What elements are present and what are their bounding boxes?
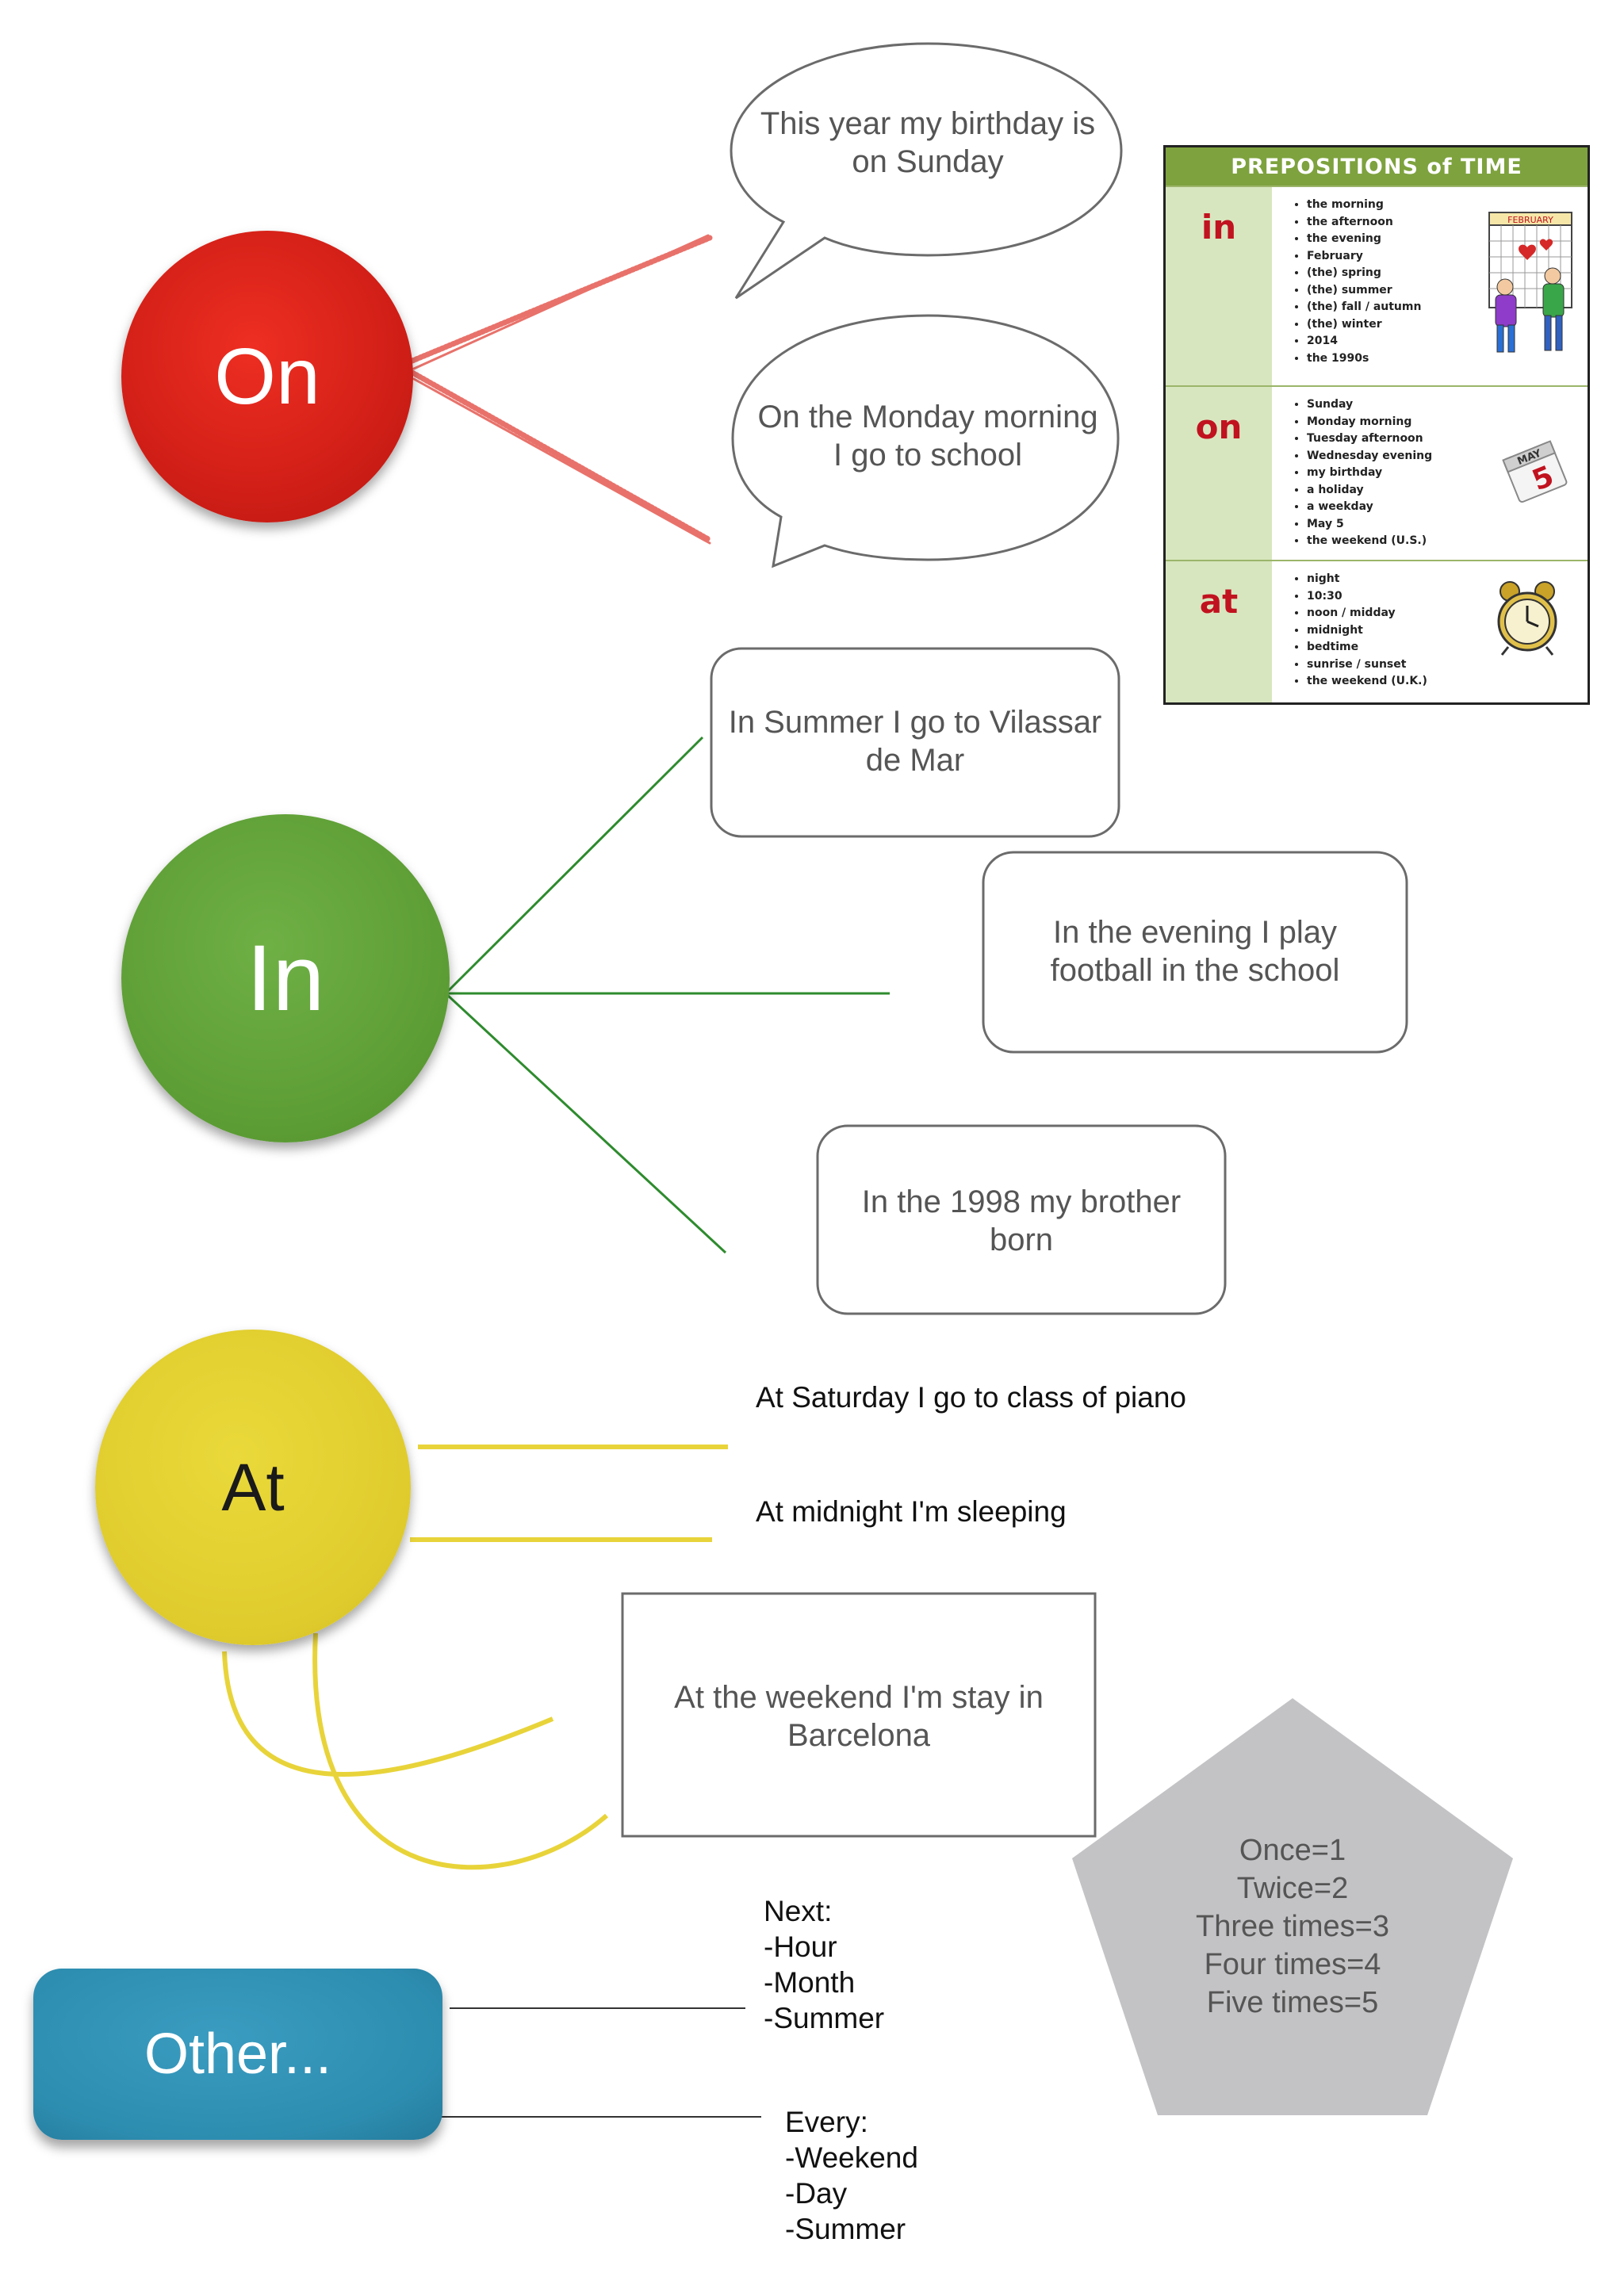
card-item: a weekday — [1307, 499, 1588, 516]
card-item: the 1990s — [1307, 350, 1588, 368]
card-item: (the) summer — [1307, 282, 1588, 300]
card-title: PREPOSITIONS of TIME — [1166, 147, 1588, 186]
card-item: the afternoon — [1307, 214, 1588, 232]
frequency-once: Once=1 — [1239, 1834, 1346, 1867]
speech-bubble-1 — [730, 42, 1123, 300]
in-example-summer: In Summer I go to Vilassar de Mar — [728, 705, 1102, 778]
card-item: Tuesday afternoon — [1307, 430, 1588, 448]
in-example-1998: In the 1998 my brother born — [861, 1184, 1182, 1257]
prepositions-reference-card: PREPOSITIONS of TIME in the morning the … — [1163, 145, 1590, 705]
frequency-twice: Twice=2 — [1236, 1872, 1349, 1905]
card-item: 2014 — [1307, 333, 1588, 350]
frequency-four: Four times=4 — [1204, 1948, 1381, 1981]
in-box-2 — [982, 851, 1408, 1054]
card-list-on: Sunday Monday morning Tuesday afternoon … — [1272, 387, 1588, 560]
on-example-birthday: This year my birthday is on Sunday — [760, 106, 1096, 179]
card-item: 10:30 — [1307, 588, 1588, 606]
in-box-3 — [816, 1124, 1227, 1315]
card-list-at: night 10:30 noon / midday midnight bedti… — [1272, 561, 1588, 702]
in-node-label: In — [246, 926, 325, 1031]
card-item: the morning — [1307, 197, 1588, 214]
other-connectors — [439, 2007, 761, 2118]
card-row-in: in the morning the afternoon the evening… — [1166, 186, 1588, 385]
card-row-on: on Sunday Monday morning Tuesday afterno… — [1166, 385, 1588, 560]
card-item: the weekend (U.S.) — [1307, 533, 1588, 550]
card-item: Sunday — [1307, 396, 1588, 414]
frequency-three: Three times=3 — [1196, 1910, 1389, 1943]
card-item: sunrise / sunset — [1307, 656, 1588, 674]
other-every-list: Every: -Weekend -Day -Summer — [785, 2106, 918, 2245]
other-node: Other... — [33, 1969, 442, 2140]
at-example-saturday: At Saturday I go to class of piano — [756, 1381, 1186, 1414]
card-item: midnight — [1307, 622, 1588, 640]
card-item: (the) fall / autumn — [1307, 299, 1588, 316]
card-label-on: on — [1166, 387, 1272, 560]
on-example-monday: On the Monday morning I go to school — [757, 400, 1098, 473]
other-next-list: Next: -Hour -Month -Summer — [764, 1895, 885, 2034]
card-item: the evening — [1307, 231, 1588, 248]
alarm-clock-icon — [1497, 581, 1557, 656]
card-item: May 5 — [1307, 516, 1588, 534]
card-item: noon / midday — [1307, 605, 1588, 622]
other-node-label: Other... — [144, 2022, 332, 2086]
speech-bubble-2 — [731, 314, 1120, 568]
card-item: (the) winter — [1307, 316, 1588, 334]
may-calendar-page-icon: MAY 5 — [1502, 440, 1568, 503]
card-item: (the) spring — [1307, 265, 1588, 282]
on-node-label: On — [214, 331, 320, 421]
at-connectors — [222, 1445, 728, 1870]
in-box-1 — [710, 647, 1120, 838]
card-list-in: the morning the afternoon the evening Fe… — [1272, 187, 1588, 385]
in-connectors — [444, 736, 890, 1254]
at-box — [621, 1592, 1097, 1838]
in-example-evening: In the evening I play football in the sc… — [1050, 915, 1340, 988]
card-row-at: at night 10:30 noon / midday midnight be… — [1166, 560, 1588, 702]
in-node: In — [121, 814, 450, 1142]
on-node: On — [121, 231, 413, 522]
card-item: Wednesday evening — [1307, 448, 1588, 465]
frequency-five: Five times=5 — [1206, 1986, 1379, 2019]
card-item: night — [1307, 571, 1588, 588]
frequency-pentagon — [1072, 1698, 1513, 2115]
card-item: my birthday — [1307, 465, 1588, 482]
at-node-label: At — [221, 1449, 285, 1525]
at-example-weekend: At the weekend I'm stay in Barcelona — [674, 1680, 1044, 1753]
card-item: a holiday — [1307, 482, 1588, 499]
card-item: bedtime — [1307, 639, 1588, 656]
calendar-month-label: FEBRUARY — [1507, 215, 1553, 225]
card-item: Monday morning — [1307, 414, 1588, 431]
card-label-at: at — [1166, 561, 1272, 702]
card-item: February — [1307, 248, 1588, 266]
card-item: the weekend (U.K.) — [1307, 673, 1588, 691]
card-label-in: in — [1166, 187, 1272, 385]
frequency-list: Once=1 Twice=2 Three times=3 Four times=… — [1118, 1831, 1467, 2022]
at-example-midnight: At midnight I'm sleeping — [756, 1495, 1067, 1528]
at-node: At — [95, 1330, 411, 1645]
february-calendar-icon: FEBRUARY — [1488, 212, 1572, 353]
on-connectors — [409, 234, 713, 545]
